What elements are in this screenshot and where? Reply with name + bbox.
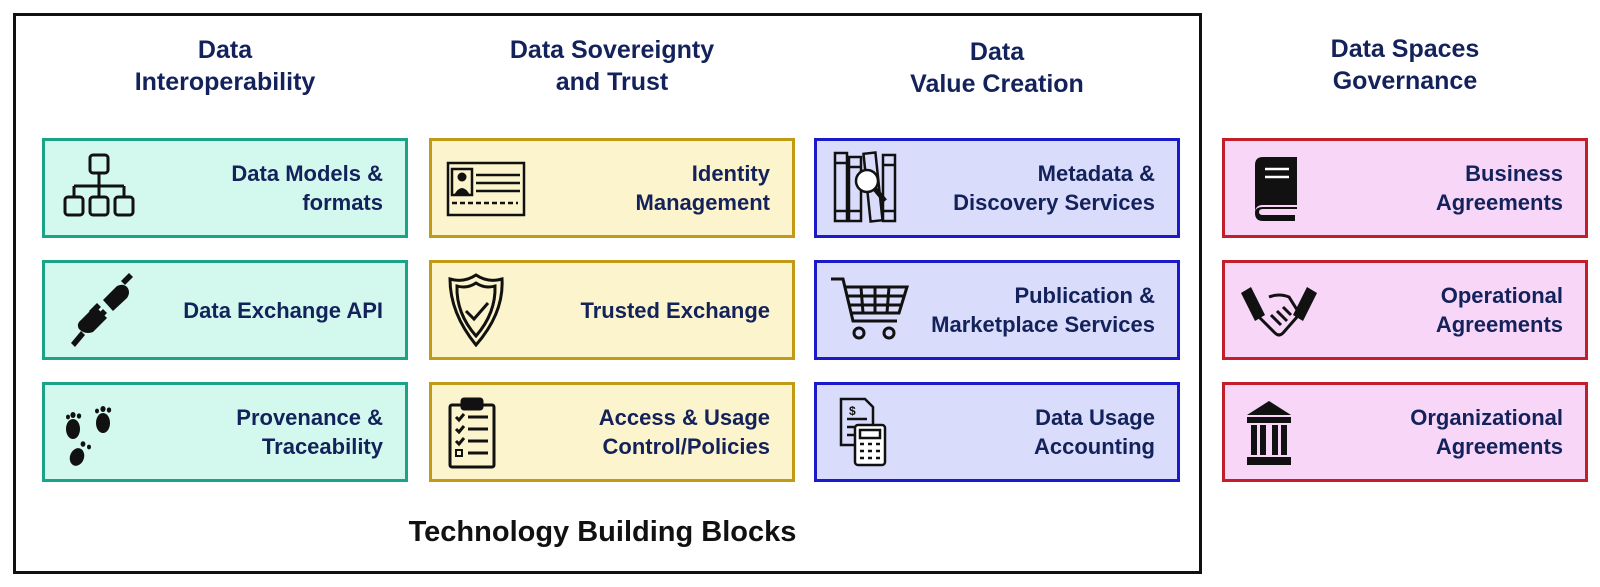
institution-icon (1239, 395, 1319, 469)
shopping-cart-icon (831, 273, 911, 347)
block-publication-marketplace: Publication &Marketplace Services (814, 260, 1180, 360)
block-provenance-traceability: Provenance &Traceability (42, 382, 408, 482)
handshake-icon (1239, 273, 1319, 347)
books-magnifier-icon (831, 151, 911, 225)
svg-text:$: $ (849, 404, 856, 418)
technology-building-blocks-label: Technology Building Blocks (408, 516, 797, 548)
footprints-icon (59, 395, 139, 469)
hierarchy-icon (59, 151, 139, 225)
block-trusted-exchange: Trusted Exchange (429, 260, 795, 360)
clipboard-checklist-icon (446, 395, 526, 469)
technology-building-blocks-frame (13, 13, 1202, 574)
id-card-icon (446, 151, 526, 225)
shield-check-icon (446, 273, 526, 347)
invoice-calculator-icon: $ (831, 395, 911, 469)
book-icon (1239, 151, 1319, 225)
block-data-exchange-api: Data Exchange API (42, 260, 408, 360)
block-data-models-formats: Data Models &formats (42, 138, 408, 238)
plug-icon (59, 273, 139, 347)
block-metadata-discovery: Metadata &Discovery Services (814, 138, 1180, 238)
